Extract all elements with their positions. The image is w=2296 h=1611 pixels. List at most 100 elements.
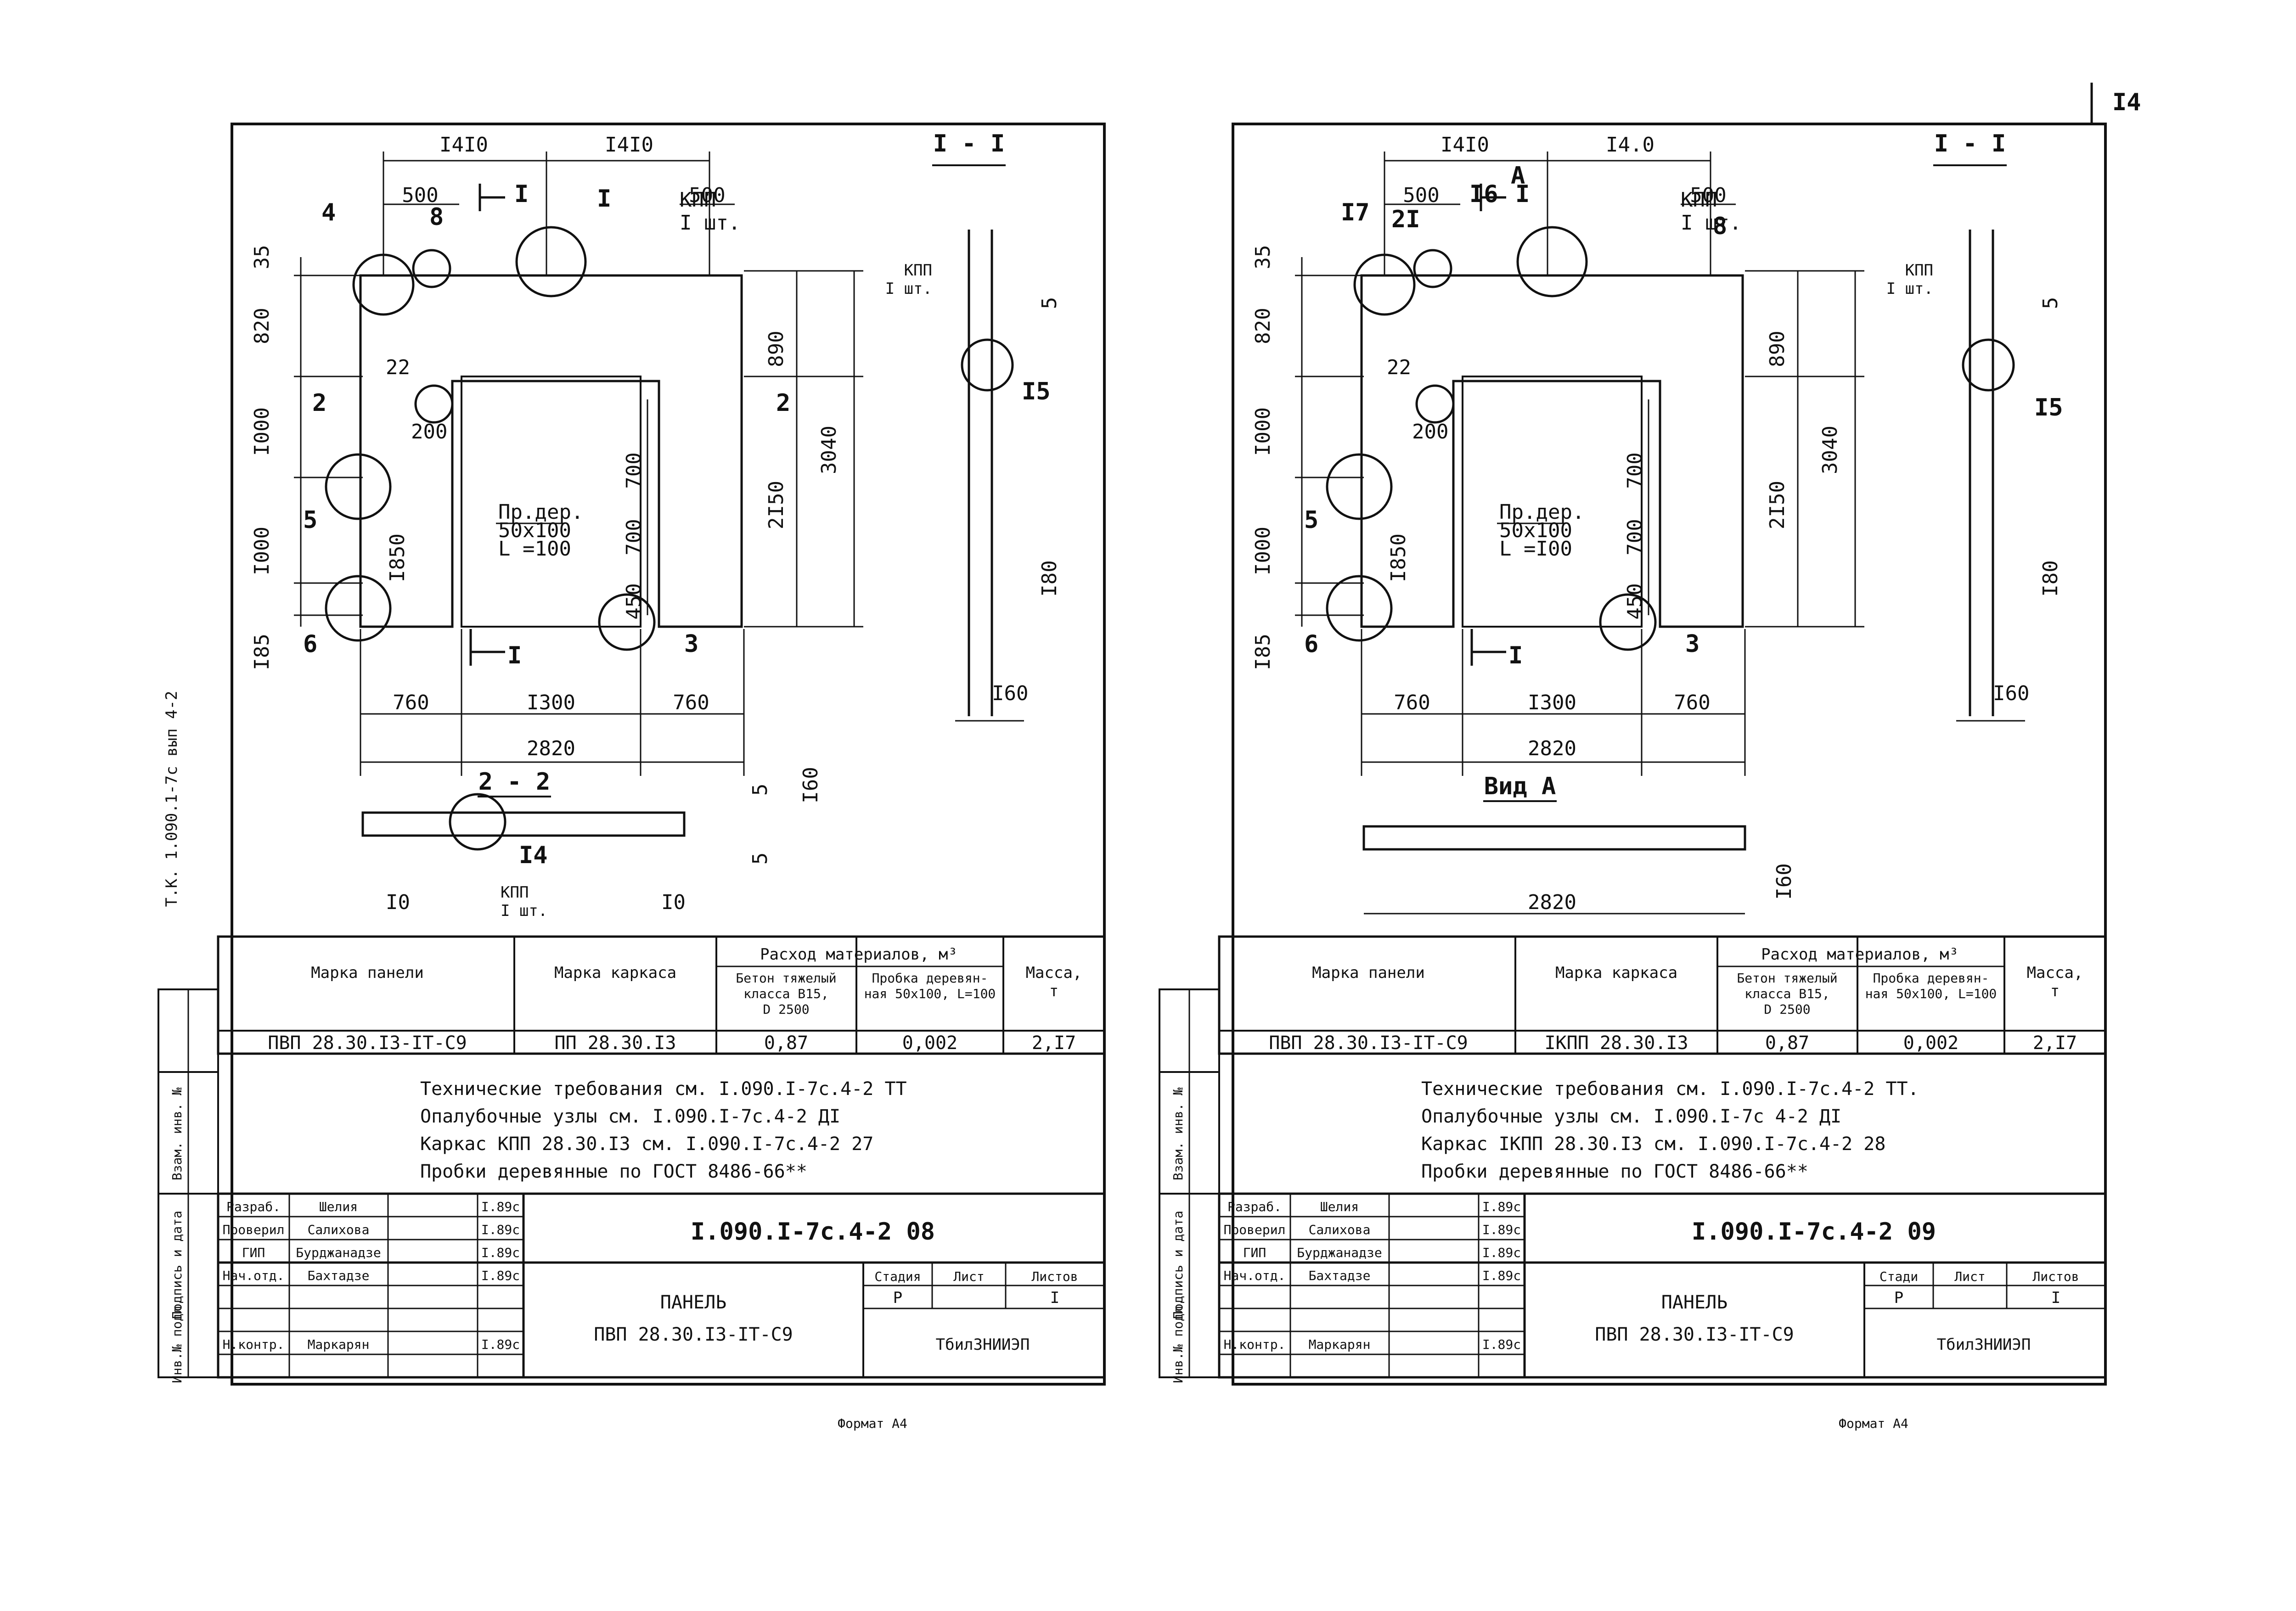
- format-label: Формат А4: [1839, 1416, 1908, 1431]
- stamp-date: I.89с: [481, 1245, 520, 1260]
- th-plug: ная 50х100, L=100: [864, 986, 996, 1001]
- tech-note: Каркас КПП 28.30.I3 см. I.090.I-7с.4-2 2…: [420, 1134, 873, 1155]
- stamp-org: ТбилЗНИИЭП: [1937, 1336, 2031, 1354]
- callout-circle: [1415, 384, 1455, 424]
- sheet-border: [1232, 123, 2107, 1386]
- dim-180: I80: [2039, 560, 2062, 596]
- callout-number: I5: [1022, 378, 1051, 405]
- stamp-role: Проверил: [223, 1222, 285, 1237]
- wood-plug-label: Пр.дер.: [1499, 500, 1584, 524]
- kpp-note-qty: I шт.: [1681, 211, 1741, 235]
- callout-circle: [1326, 575, 1393, 642]
- dim-200: 200: [1412, 420, 1448, 443]
- callout-circle: [1326, 453, 1393, 520]
- stamp-title-2: ПВП 28.30.I3-IТ-С9: [594, 1324, 793, 1345]
- callout-circle: [412, 249, 451, 288]
- view-a-title: Вид А: [1484, 773, 1556, 800]
- kpp-note: КПП: [680, 188, 716, 212]
- dim-450: 450: [1623, 583, 1647, 619]
- dim-3040: 3040: [817, 426, 841, 474]
- dim-760-a: 760: [1394, 691, 1430, 714]
- panel-outline: [1360, 274, 1744, 628]
- callout-number: 5: [303, 506, 317, 534]
- th-mass: т: [2050, 982, 2060, 1000]
- dim-500-b: 500: [689, 184, 725, 207]
- th-concrete: Бетон тяжелый: [736, 971, 836, 986]
- stamp-name: Салихова: [1309, 1222, 1371, 1237]
- dim-35: 35: [1251, 245, 1275, 269]
- tech-note: Пробки деревянные по ГОСТ 8486-66**: [1421, 1161, 1808, 1182]
- stamp-title: ПАНЕЛЬ: [660, 1292, 727, 1313]
- dim-22: 22: [386, 356, 410, 379]
- stamp-name: Шелия: [1320, 1199, 1359, 1214]
- dim-760-a: 760: [393, 691, 429, 714]
- dim-5-b: 5: [748, 853, 772, 865]
- dim-500-a: 500: [1403, 184, 1439, 207]
- th-plug: ная 50х100, L=100: [1865, 986, 1997, 1001]
- stamp-name: Бахтадзе: [1309, 1268, 1371, 1283]
- dim-1300: I300: [1528, 691, 1576, 714]
- section-mark-i: I: [1508, 642, 1523, 669]
- callout-number: 8: [1713, 213, 1727, 240]
- callout-circle: [1599, 593, 1657, 651]
- door-opening: [1462, 376, 1643, 628]
- tech-note: Технические требования см. I.090.I-7с.4-…: [420, 1078, 907, 1100]
- callout-number: I7: [1341, 199, 1370, 226]
- callout-number: I5: [2034, 394, 2063, 421]
- dim-top-left: I4I0: [1441, 133, 1489, 157]
- dim-5-a: 5: [748, 784, 772, 796]
- dim-1850: I850: [386, 533, 409, 582]
- dim-10-b: I0: [661, 891, 686, 914]
- th-concrete: класса В15,: [1745, 986, 1829, 1001]
- callout-number: 8: [429, 203, 444, 231]
- panel-outline: [359, 274, 743, 628]
- callout-number: I6: [1469, 180, 1498, 208]
- callout-number: 2I: [1391, 206, 1420, 233]
- stamp-name: Шелия: [319, 1199, 358, 1214]
- section-title: I - I: [1934, 130, 2006, 157]
- stamp-sheets: I: [1050, 1289, 1059, 1307]
- callout-circle: [515, 226, 587, 298]
- stamp-sheets: I: [2051, 1289, 2060, 1307]
- stamp-role: Нач.отд.: [223, 1268, 285, 1283]
- kpp-note-qty: I шт.: [680, 211, 740, 235]
- td-mass: 2,I7: [2033, 1033, 2077, 1054]
- format-label: Формат А4: [838, 1416, 907, 1431]
- section-2-slab: [361, 811, 686, 837]
- stamp-date: I.89с: [481, 1268, 520, 1283]
- kpp-note-side-qty: I шт.: [885, 280, 932, 298]
- th-frame: Марка каркаса: [554, 964, 676, 982]
- dim-185: I85: [1251, 634, 1275, 670]
- dim-890: 890: [765, 331, 788, 367]
- stamp-name: Салихова: [308, 1222, 370, 1237]
- stamp-role: ГИП: [242, 1245, 265, 1260]
- stamp-stage-h: Стадия: [874, 1269, 921, 1284]
- dim-1000-b: I000: [250, 527, 274, 575]
- callout-circle: [598, 593, 656, 651]
- th-mark: Марка панели: [1312, 964, 1425, 982]
- dim-160: I60: [799, 767, 822, 803]
- stamp-date: I.89с: [1482, 1245, 1521, 1260]
- callout-circle: [1962, 338, 2015, 392]
- callout-number: 3: [1685, 630, 1699, 658]
- td-plug: 0,002: [1903, 1033, 1958, 1054]
- callout-number: 5: [1304, 506, 1318, 534]
- dim-180: I80: [1038, 560, 1061, 596]
- doc-code: I.090.I-7с.4-2 09: [1692, 1218, 1936, 1246]
- tech-note: Опалубочные узлы см. I.090.I-7с.4-2 ДI: [420, 1106, 840, 1127]
- stamp-sheet-h: Лист: [1954, 1269, 1985, 1284]
- tech-note: Пробки деревянные по ГОСТ 8486-66**: [420, 1161, 807, 1182]
- section-mark-2: 2: [776, 389, 790, 417]
- wood-plug-label: Пр.дер.: [498, 500, 583, 524]
- stamp-stage: Р: [893, 1289, 902, 1307]
- stamp-role: Разраб.: [226, 1199, 281, 1214]
- th-concrete: Бетон тяжелый: [1737, 971, 1837, 986]
- dim-500-a: 500: [402, 184, 438, 207]
- td-mass: 2,I7: [1032, 1033, 1076, 1054]
- album-stamp: Т.К. 1.090.1-7с вып 4-2: [163, 691, 181, 907]
- section-2-title: 2 - 2: [478, 768, 551, 796]
- callout-circle: [1516, 226, 1588, 298]
- stamp-org: ТбилЗНИИЭП: [936, 1336, 1030, 1354]
- wood-plug-label: L =I00: [1499, 537, 1572, 561]
